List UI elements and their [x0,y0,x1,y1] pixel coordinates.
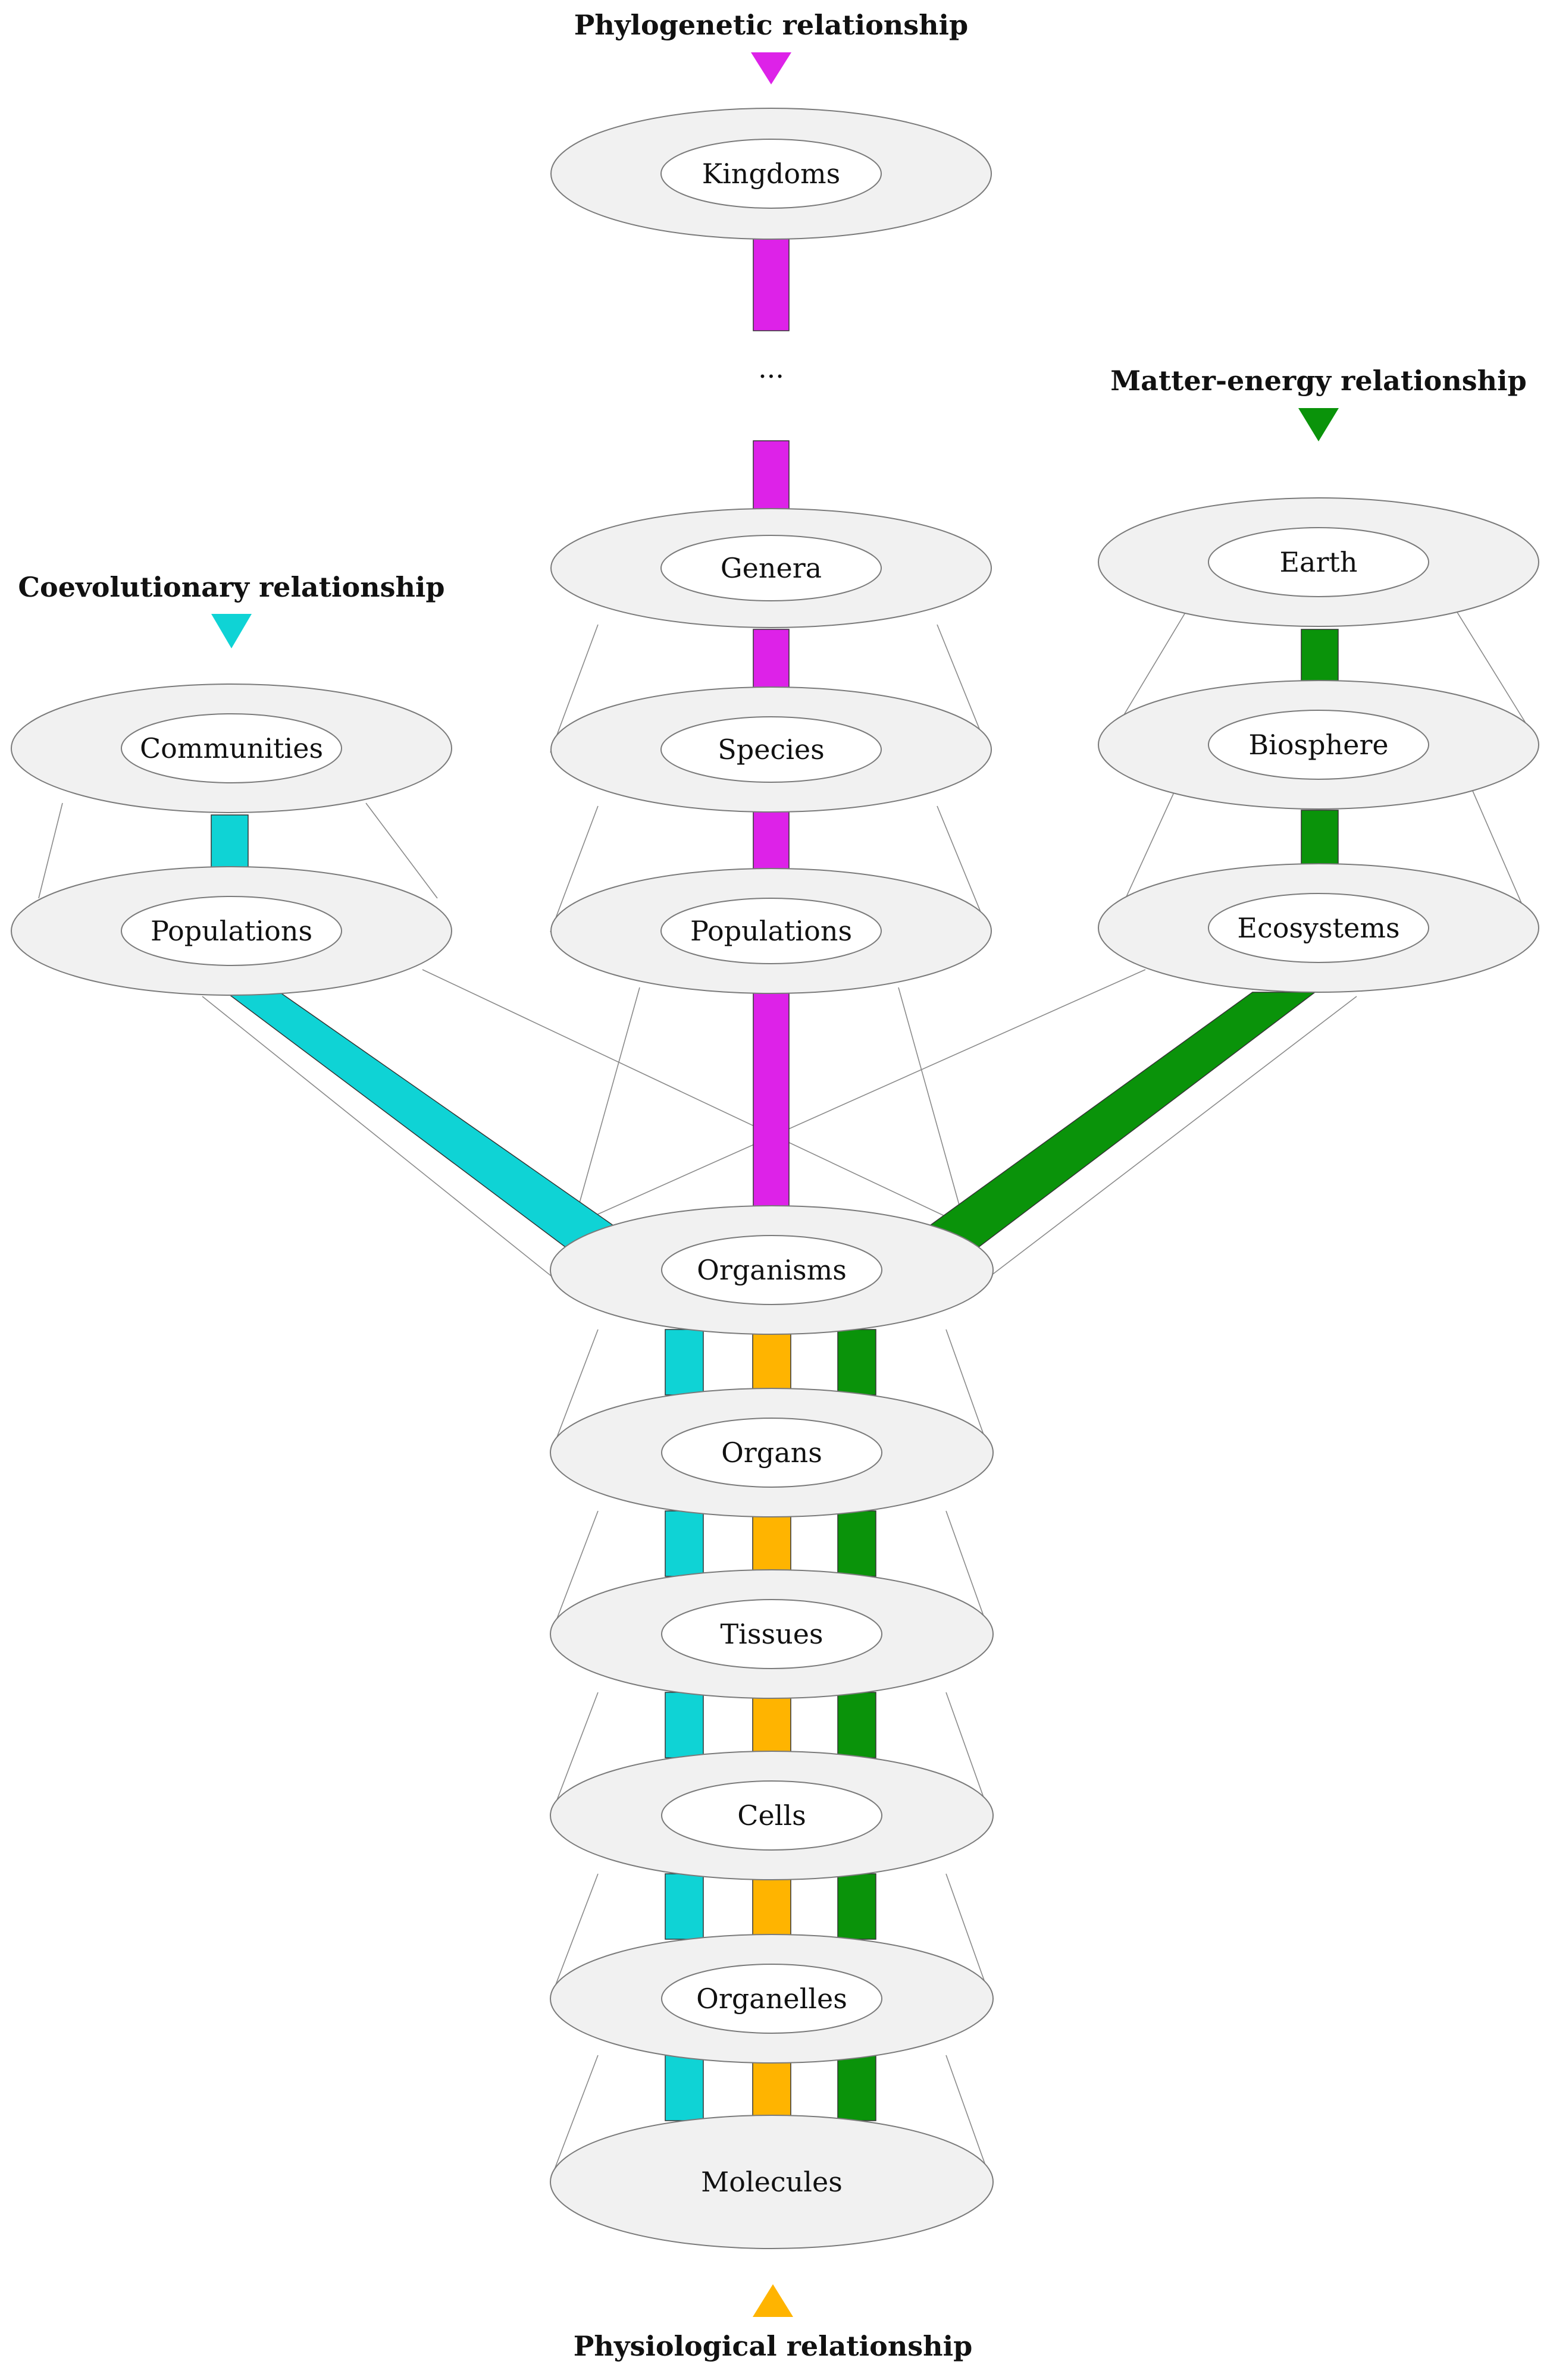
omitted-levels-ellipsis: ... [758,352,784,384]
physio-band-organs-tissues [752,1510,791,1577]
phylo-band-genera [753,440,790,513]
matter-energy-heading: Matter-energy relationship [1110,365,1527,397]
level-label: Species [718,733,825,766]
level-node-ecosystems: Ecosystems [1098,863,1539,993]
level-label: Populations [690,915,852,947]
level-label: Cells [737,1799,806,1832]
matter-band-ecosystems-organisms [922,992,1317,1250]
phylo-band-species-populations [753,810,790,870]
level-node-genera: Genera [550,508,992,628]
coevo-band-organs-tissues [665,1510,704,1577]
level-node-species: Species [550,686,992,813]
level-label: Ecosystems [1237,912,1399,944]
physiological-bands [752,1329,791,2121]
level-node-populations-phylogenetic: Populations [550,868,992,994]
coevo-band-communities-populations [211,814,249,875]
level-label: Communities [140,732,323,764]
level-label: Tissues [720,1618,823,1650]
matter-band-tissues-cells [837,1692,876,1758]
matter-band-cells-organelles [837,1873,876,1940]
coevolutionary-arrow-icon [211,614,252,648]
level-node-biosphere: Biosphere [1098,680,1539,810]
level-label: Populations [151,915,312,947]
level-node-molecules: Molecules [550,2115,994,2249]
matter-band-earth-biosphere [1301,629,1339,689]
level-node-earth: Earth [1098,497,1539,627]
guide-lines [38,565,1530,2181]
level-node-communities: Communities [11,683,452,813]
phylo-band-kingdoms [753,237,790,331]
phylogenetic-heading: Phylogenetic relationship [574,9,968,41]
physio-band-organisms-organs [752,1329,791,1396]
matter-band-biosphere-ecosystems [1301,810,1339,870]
level-node-tissues: Tissues [550,1569,994,1699]
level-node-organisms: Organisms [550,1205,994,1335]
matter-band-organelles-molecules [837,2055,876,2121]
matter-energy-arrow-icon [1298,408,1339,441]
level-label: Earth [1279,546,1357,578]
coevolutionary-bands [211,814,704,2121]
level-node-organs: Organs [550,1388,994,1517]
level-node-populations-coevolutionary: Populations [11,866,452,996]
level-label: Organisms [697,1254,847,1286]
phylo-band-populations-organisms [753,992,790,1243]
phylogenetic-bands [753,237,790,1243]
coevolutionary-heading: Coevolutionary relationship [18,571,444,603]
physio-band-cells-organelles [752,1873,791,1940]
phylogenetic-arrow-icon [751,52,791,84]
level-label: Organelles [696,1983,847,2015]
coevo-band-tissues-cells [665,1692,704,1758]
matter-energy-bands [837,629,1339,2121]
phylo-band-genera-species [753,629,790,689]
level-label: Genera [721,552,822,584]
coevo-band-organelles-molecules [665,2055,704,2121]
physiological-heading: Physiological relationship [574,2330,973,2362]
coevo-band-populations-organisms [224,992,621,1250]
physio-band-organelles-molecules [752,2055,791,2121]
coevo-band-cells-organelles [665,1873,704,1940]
matter-band-organs-tissues [837,1510,876,1577]
level-node-kingdoms: Kingdoms [550,108,992,240]
physio-band-tissues-cells [752,1692,791,1758]
level-label: Biosphere [1248,729,1388,761]
level-label: Molecules [701,2166,843,2198]
level-node-cells: Cells [550,1751,994,1880]
level-node-organelles: Organelles [550,1934,994,2064]
coevo-band-organisms-organs [665,1329,704,1396]
matter-band-organisms-organs [837,1329,876,1396]
level-label: Kingdoms [702,158,841,190]
level-label: Organs [721,1437,822,1469]
physiological-arrow-icon [753,2284,793,2317]
